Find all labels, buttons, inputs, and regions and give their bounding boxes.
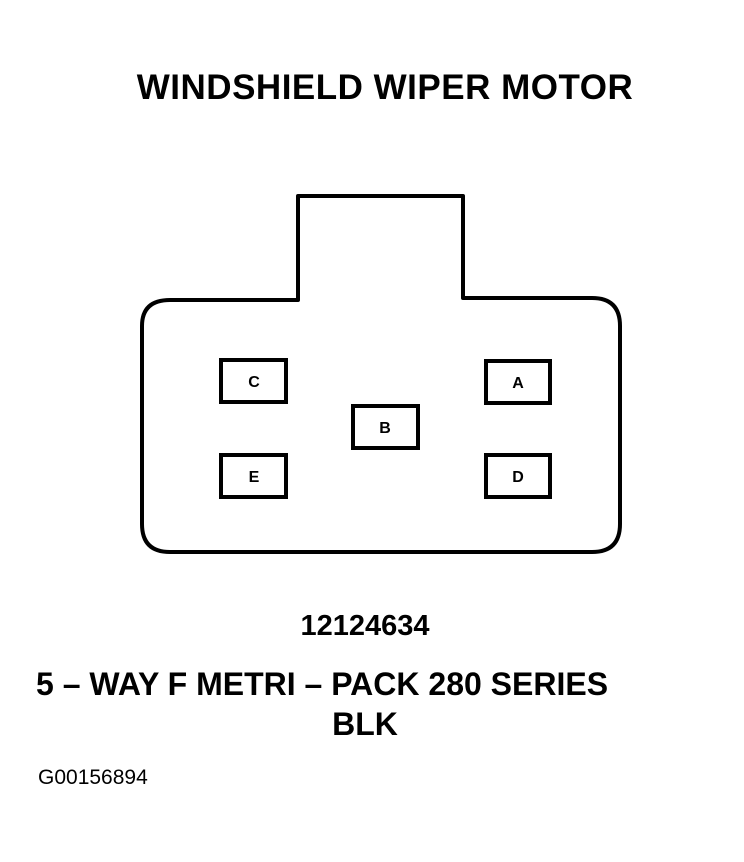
pin-label-e: E	[249, 469, 260, 486]
connector-description: 5 – WAY F METRI – PACK 280 SERIES	[36, 666, 609, 702]
pin-cavity-c: C	[219, 358, 288, 404]
pin-cavity-b: B	[351, 404, 420, 450]
figure-id: G00156894	[38, 766, 148, 789]
diagram-title: WINDSHIELD WIPER MOTOR	[136, 68, 634, 107]
pin-label-c: C	[248, 374, 260, 391]
pin-cavity-e: E	[219, 453, 288, 499]
pin-label-a: A	[512, 375, 524, 392]
pin-label-b: B	[379, 420, 391, 437]
part-number: 12124634	[300, 610, 430, 642]
connector-housing	[140, 194, 622, 554]
pin-cavity-a: A	[484, 359, 552, 405]
pin-cavity-d: D	[484, 453, 552, 499]
connector-color: BLK	[332, 706, 398, 742]
pin-label-d: D	[512, 469, 524, 486]
